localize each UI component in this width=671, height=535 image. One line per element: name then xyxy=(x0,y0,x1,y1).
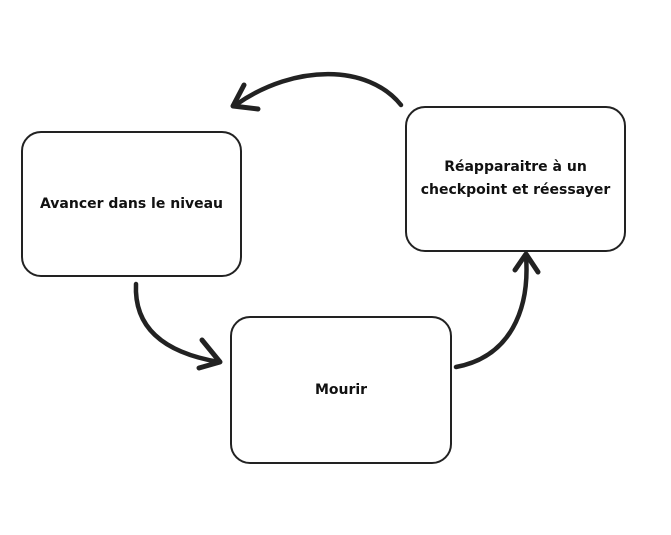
step-box-die: Mourir xyxy=(230,316,452,464)
arrow-die-to-respawn xyxy=(453,251,541,370)
step-label-die: Mourir xyxy=(314,381,368,398)
step-box-respawn: Réapparaitre à un checkpoint et réessaye… xyxy=(405,106,626,252)
step-box-advance: Avancer dans le niveau xyxy=(21,131,242,277)
step-label-advance: Avancer dans le niveau xyxy=(39,195,224,212)
step-label-respawn: Réapparaitre à un checkpoint et réessaye… xyxy=(420,159,611,198)
arrow-advance-to-die xyxy=(133,281,223,371)
arrow-respawn-to-advance xyxy=(230,71,404,112)
